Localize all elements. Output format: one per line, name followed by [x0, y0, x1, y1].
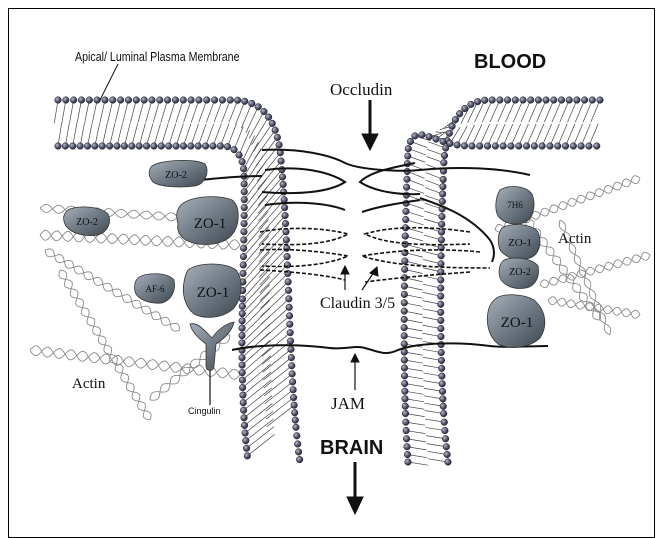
- zo1-label-b: ZO-1: [197, 285, 230, 301]
- zo1-protein-d: ZO-1: [487, 295, 544, 348]
- occludin-strands: [200, 150, 530, 262]
- zo1-label-a: ZO-1: [194, 216, 227, 232]
- actin-label-right: Actin: [558, 231, 592, 247]
- zo1-protein-a: ZO-1: [177, 197, 239, 245]
- af6-label: AF-6: [145, 284, 165, 294]
- junction-proteins: ZO-2 ZO-2 ZO-1 AF-6 ZO-1 7H6 ZO-1: [64, 160, 545, 405]
- zo2-label-b: ZO-2: [76, 217, 98, 228]
- af6-protein: AF-6: [135, 274, 175, 303]
- occludin-label: Occludin: [330, 80, 393, 99]
- brain-label: BRAIN: [320, 437, 383, 459]
- jam-label: JAM: [331, 394, 365, 413]
- membrane-left: [54, 97, 303, 463]
- zo1-protein-b: ZO-1: [183, 264, 241, 317]
- zo1-protein-c: ZO-1: [498, 225, 540, 260]
- zo1-label-c: ZO-1: [508, 237, 532, 249]
- zo2-protein-b: ZO-2: [64, 207, 110, 236]
- zo2-protein-a: ZO-2: [149, 160, 207, 187]
- 7h6-protein: 7H6: [496, 187, 534, 224]
- blood-label: BLOOD: [474, 51, 546, 73]
- claudin-label: Claudin 3/5: [320, 295, 395, 312]
- zo2-label-a: ZO-2: [165, 170, 187, 181]
- cingulin-protein: [190, 322, 234, 405]
- actin-label-left: Actin: [72, 376, 106, 392]
- brain-arrow-head: [347, 497, 363, 514]
- cingulin-label: Cingulin: [188, 406, 221, 416]
- zo2-label-c: ZO-2: [509, 267, 531, 278]
- zo1-label-d: ZO-1: [501, 315, 534, 331]
- zo2-protein-c: ZO-2: [499, 258, 538, 289]
- 7h6-label: 7H6: [507, 200, 523, 210]
- membrane-label: Apical/ Luminal Plasma Membrane: [75, 49, 240, 64]
- occludin-arrow-head: [362, 134, 378, 150]
